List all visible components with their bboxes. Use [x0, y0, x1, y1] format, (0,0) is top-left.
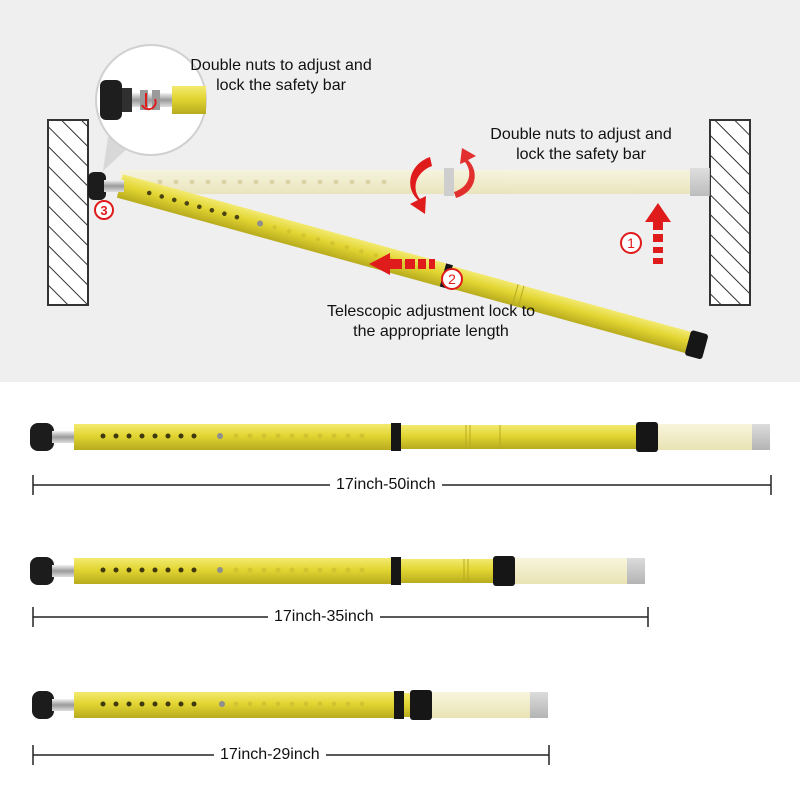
left-wall-hatch-icon [47, 119, 89, 306]
right-wall-hatch-icon [709, 119, 751, 306]
bar-size-29 [32, 690, 548, 720]
annotation-double-nuts-top: Double nuts to adjust and lock the safet… [170, 56, 392, 96]
zoom-detail-icon [95, 44, 207, 156]
rubber-foot-icon [88, 172, 124, 200]
annotation-line: Double nuts to adjust and [490, 126, 672, 143]
number-badge-icon-1: 1 [620, 232, 642, 254]
annotation-line: lock the safety bar [216, 77, 346, 94]
number-badge-icon-2: 2 [441, 268, 463, 290]
number-badge-icon-3: 3 [94, 200, 114, 220]
length-label-50: 17inch-50inch [330, 475, 442, 495]
annotation-telescopic: Telescopic adjustment lock to the approp… [300, 302, 562, 342]
annotation-line: the appropriate length [353, 323, 509, 340]
step-3-number: 3 [100, 203, 107, 218]
annotation-line: Telescopic adjustment lock to [326, 303, 536, 320]
annotation-line: Double nuts to adjust and [190, 57, 372, 74]
bar-size-35 [30, 556, 645, 586]
annotation-line: lock the safety bar [516, 146, 646, 163]
push-arrow-icon-up [645, 203, 671, 264]
bar-tilted-yellow [116, 174, 708, 360]
rotate-arrow-icon [410, 148, 476, 214]
sizes-panel [0, 382, 800, 800]
push-arrow-icon-left [369, 253, 435, 275]
length-label-29: 17inch-29inch [214, 745, 326, 765]
annotation-double-nuts-right: Double nuts to adjust and lock the safet… [470, 125, 692, 165]
step-1-number: 1 [627, 235, 635, 251]
length-label-35: 17inch-35inch [268, 607, 380, 627]
bar-size-50 [30, 422, 770, 452]
step-2-number: 2 [448, 271, 456, 287]
